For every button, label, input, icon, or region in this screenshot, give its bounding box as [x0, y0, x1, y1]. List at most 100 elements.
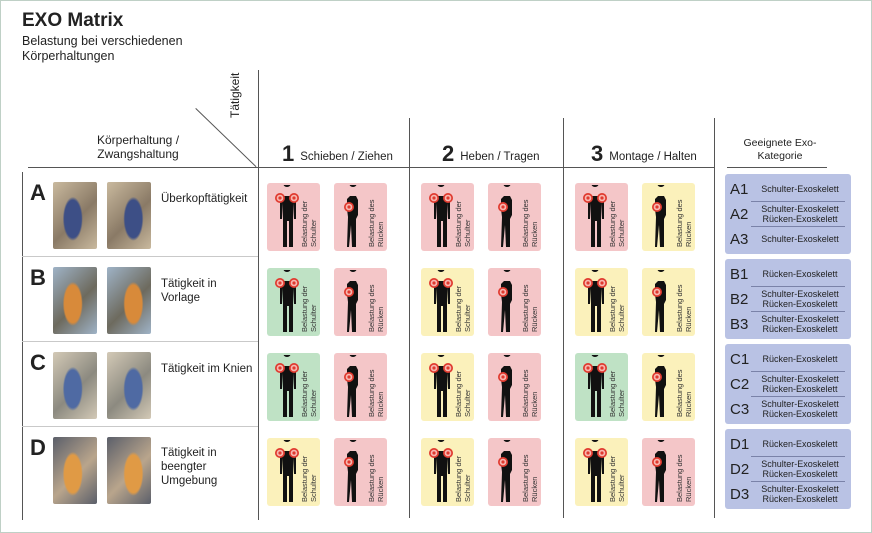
back-load-cell: Belastung des Rücken: [642, 438, 695, 506]
load-label: Belastung des Rücken: [675, 369, 693, 417]
column-label: Montage / Halten: [609, 151, 697, 163]
exo-description: Schulter-Exoskelett Rücken-Exoskelett: [761, 399, 839, 419]
exo-code: B2: [730, 290, 749, 308]
row-letter-C: C: [30, 350, 46, 375]
exo-description: Schulter-Exoskelett: [761, 184, 839, 194]
body-side-icon: [652, 355, 666, 417]
exo-description: Schulter-Exoskelett Rücken-Exoskelett: [761, 374, 839, 394]
exo-code: C1: [730, 350, 750, 368]
exo-separator: [751, 371, 845, 372]
shoulder-load-cell: Belastung der Schulter: [421, 268, 474, 336]
body-side-icon: [344, 355, 358, 417]
exo-code: A2: [730, 205, 749, 223]
load-label: Belastung der Schulter: [300, 285, 318, 332]
load-label: Belastung des Rücken: [367, 454, 385, 502]
row-description: Tätigkeit in beengter Umgebung: [161, 447, 218, 487]
load-label: Belastung des Rücken: [675, 284, 693, 332]
load-label: Belastung des Rücken: [675, 454, 693, 502]
body-front-icon: [275, 355, 299, 417]
posture-photo: [53, 352, 97, 419]
posture-photo: [53, 182, 97, 249]
body-front-icon: [275, 270, 299, 332]
posture-photo: [53, 267, 97, 334]
exo-code: D3: [730, 485, 750, 503]
shoulder-load-cell: Belastung der Schulter: [421, 353, 474, 421]
exo-description: Schulter-Exoskelett Rücken-Exoskelett: [761, 314, 839, 334]
row-letter-A: A: [30, 180, 46, 205]
row-divider: [22, 256, 258, 257]
back-load-cell: Belastung des Rücken: [488, 353, 541, 421]
body-front-icon: [275, 440, 299, 502]
exo-description: Schulter-Exoskelett Rücken-Exoskelett: [761, 289, 839, 309]
load-label: Belastung der Schulter: [454, 455, 472, 502]
exo-separator: [751, 311, 845, 312]
load-label: Belastung der Schulter: [454, 285, 472, 332]
grid-line: [727, 167, 827, 168]
column-label: Schieben / Ziehen: [300, 151, 393, 163]
exo-item-B2: B2 Schulter-Exoskelett Rücken-Exoskelett: [730, 287, 846, 311]
load-label: Belastung der Schulter: [454, 370, 472, 417]
koerperhaltung-header: Körperhaltung / Zwangshaltung: [96, 133, 180, 161]
row-description: Tätigkeit in Vorlage: [161, 278, 217, 304]
page-title: EXO Matrix: [22, 10, 124, 31]
back-load-cell: Belastung des Rücken: [334, 353, 387, 421]
exo-item-D1: D1 Rücken-Exoskelett: [730, 432, 846, 456]
page-subtitle: Belastung bei verschiedenen Körperhaltun…: [22, 34, 183, 63]
row-description: Überkopftätigkeit: [161, 193, 248, 205]
column-number: 3: [591, 141, 604, 166]
grid-line: [409, 118, 410, 518]
shoulder-load-cell: Belastung der Schulter: [421, 183, 474, 251]
body-side-icon: [652, 185, 666, 247]
posture-photo: [107, 437, 151, 504]
exo-kategorie-header: Geeignete Exo-Kategorie: [743, 137, 817, 162]
column-header-1: 1 Schieben / Ziehen: [282, 140, 393, 166]
load-label: Belastung der Schulter: [608, 200, 626, 247]
back-load-cell: Belastung des Rücken: [334, 268, 387, 336]
exo-code: C3: [730, 400, 750, 418]
column-number: 1: [282, 141, 295, 166]
exo-description: Schulter-Exoskelett Rücken-Exoskelett: [761, 459, 839, 479]
exo-description: Rücken-Exoskelett: [762, 439, 838, 449]
column-number: 2: [442, 141, 455, 166]
load-label: Belastung der Schulter: [300, 200, 318, 247]
exo-code: D2: [730, 460, 750, 478]
load-label: Belastung der Schulter: [608, 370, 626, 417]
load-label: Belastung des Rücken: [367, 369, 385, 417]
body-side-icon: [498, 270, 512, 332]
grid-line: [563, 118, 564, 518]
body-side-icon: [498, 185, 512, 247]
back-load-cell: Belastung des Rücken: [488, 268, 541, 336]
body-front-icon: [429, 270, 453, 332]
body-front-icon: [429, 440, 453, 502]
shoulder-load-cell: Belastung der Schulter: [575, 268, 628, 336]
body-side-icon: [498, 440, 512, 502]
shoulder-load-cell: Belastung der Schulter: [575, 353, 628, 421]
body-front-icon: [583, 270, 607, 332]
exo-code: A1: [730, 180, 749, 198]
body-front-icon: [583, 355, 607, 417]
load-label: Belastung des Rücken: [521, 199, 539, 247]
column-header-3: 3 Montage / Halten: [591, 140, 697, 166]
posture-photo: [107, 352, 151, 419]
posture-photo: [107, 182, 151, 249]
exo-item-C3: C3 Schulter-Exoskelett Rücken-Exoskelett: [730, 397, 846, 421]
exo-separator: [751, 396, 845, 397]
grid-line: [258, 70, 259, 520]
exo-code: D1: [730, 435, 750, 453]
body-front-icon: [429, 185, 453, 247]
row-letter-B: B: [30, 265, 46, 290]
shoulder-load-cell: Belastung der Schulter: [421, 438, 474, 506]
load-label: Belastung des Rücken: [675, 199, 693, 247]
shoulder-load-cell: Belastung der Schulter: [267, 183, 320, 251]
body-side-icon: [344, 185, 358, 247]
load-label: Belastung des Rücken: [521, 369, 539, 417]
posture-photo: [53, 437, 97, 504]
